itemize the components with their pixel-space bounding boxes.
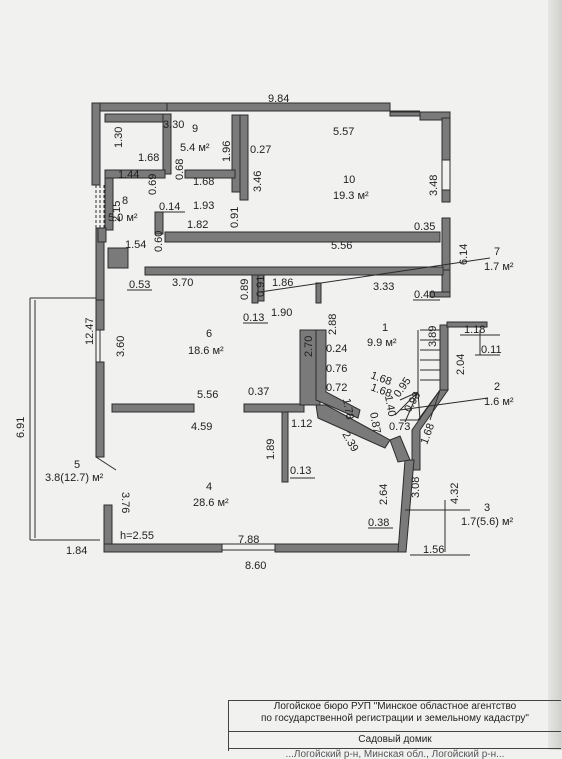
dimension-label: 1.30 — [113, 127, 125, 148]
room-8-number: 8 — [122, 195, 128, 207]
dimension-label: 0.91 — [229, 207, 241, 228]
dimension-label: 2.88 — [327, 314, 339, 335]
dimension-label: 1.44 — [118, 169, 139, 181]
room-3-number: 3 — [484, 502, 490, 514]
room-5-area: 3.8(12.7) м² — [45, 472, 104, 484]
dimension-label: 0.11 — [481, 344, 502, 356]
dimension-label: 3.76 — [119, 492, 131, 513]
room-4-number: 4 — [206, 481, 212, 493]
dimension-label: 0.13 — [243, 312, 264, 324]
room-1-number: 1 — [382, 322, 388, 334]
bureau-name-line2: по государственной регистрации и земельн… — [261, 713, 529, 724]
building-name: Садовый домик — [229, 731, 561, 746]
ceiling-height-label: h=2.55 — [120, 530, 154, 542]
dimension-label: 3.48 — [428, 175, 440, 196]
dimension-label: 0.13 — [290, 465, 311, 477]
room-9-number: 9 — [192, 123, 198, 135]
dimension-label: 1.68 — [138, 152, 159, 164]
room-9-area: 5.4 м² — [180, 142, 210, 154]
dimension-label: 0.73 — [389, 421, 410, 433]
dimension-label: 3.08 — [410, 477, 422, 498]
dimension-label: 1.96 — [221, 141, 233, 162]
room-4-area: 28.6 м² — [193, 497, 229, 509]
dimension-label: 0.40 — [414, 289, 435, 301]
dimension-label: 8.60 — [245, 560, 266, 572]
dimension-label: 1.54 — [125, 239, 146, 251]
dimension-label: 7.88 — [238, 534, 259, 546]
dimension-label: 1.93 — [193, 200, 214, 212]
dimension-label: 1.90 — [271, 307, 292, 319]
walls — [91, 102, 488, 553]
room-2-area: 1.6 м² — [484, 396, 514, 408]
dimension-label: 9.84 — [268, 93, 289, 105]
dimension-label: 5.56 — [197, 389, 218, 401]
bureau-name-line1: Логойское бюро РУП "Минское областное аг… — [273, 701, 517, 712]
dimension-label: 2.70 — [303, 336, 315, 357]
dimension-label: 0.38 — [368, 517, 389, 529]
dimension-label: 3.30 — [163, 119, 184, 131]
room-8-area: 5.0 м² — [108, 212, 138, 224]
dimension-label: 1.56 — [423, 544, 444, 556]
dimension-label: 0.76 — [326, 363, 347, 375]
dimension-label: 0.37 — [248, 386, 269, 398]
dimension-label: 12.47 — [84, 317, 96, 345]
dimension-label: 5.56 — [331, 240, 352, 252]
dimension-label: 1.12 — [291, 418, 312, 430]
room-10-area: 19.3 м² — [333, 190, 369, 202]
dimension-label: 0.89 — [239, 279, 251, 300]
dimension-label: 5.57 — [333, 126, 354, 138]
dimension-label: 1.86 — [272, 277, 293, 289]
dimension-label: 3.89 — [427, 326, 439, 347]
room-7-number: 7 — [494, 246, 500, 258]
dimension-label: 0.53 — [129, 279, 150, 291]
title-block: Логойское бюро РУП "Минское областное аг… — [228, 700, 561, 759]
dimension-label: 0.68 — [174, 159, 186, 180]
room-7-area: 1.7 м² — [484, 261, 514, 273]
thin-lines — [29, 110, 500, 556]
dimension-label: 2.15 — [111, 201, 123, 222]
dimension-label: 4.32 — [449, 483, 461, 504]
room-3-area: 1.7(5.6) м² — [461, 516, 514, 528]
dimension-label: 2.64 — [378, 484, 390, 505]
dimension-label: 1.40 — [382, 394, 398, 417]
paper-edge — [548, 0, 562, 750]
dimension-label: 0.87 — [367, 411, 383, 434]
dimension-label: 0.69 — [147, 174, 159, 195]
dimension-label: 2.04 — [455, 354, 467, 375]
room-1-area: 9.9 м² — [367, 337, 397, 349]
room-6-area: 18.6 м² — [188, 345, 224, 357]
dimension-label: 1.84 — [66, 545, 87, 557]
dimension-label: 6.14 — [458, 244, 470, 265]
dimension-label: 1.89 — [265, 439, 277, 460]
room-6-number: 6 — [206, 328, 212, 340]
dimension-label: 3.70 — [172, 277, 193, 289]
dimension-label: 1.78 — [340, 397, 356, 420]
dimension-label: 4.59 — [191, 421, 212, 433]
dimension-labels: 9.84 3.30 5.57 1.30 1.68 1.96 0.27 1.44 … — [15, 93, 502, 572]
room-10-number: 10 — [343, 174, 355, 186]
room-labels: 9 5.4 м² 10 19.3 м² 8 5.0 м² 7 1.7 м² 6 … — [45, 123, 514, 528]
dimension-label: 3.60 — [115, 336, 127, 357]
dimension-label: 0.14 — [159, 201, 180, 213]
dimension-label: 0.72 — [326, 382, 347, 394]
dimension-label: 0.91 — [255, 276, 267, 297]
dimension-label: 0.35 — [414, 221, 435, 233]
dimension-label: 1.82 — [187, 219, 208, 231]
dimension-label: 1.68 — [193, 176, 214, 188]
dimension-label: 6.91 — [15, 417, 27, 438]
room-5-number: 5 — [74, 459, 80, 471]
dimension-label: 3.33 — [373, 281, 394, 293]
dimension-label: 3.46 — [252, 171, 264, 192]
dimension-label: 0.60 — [153, 231, 165, 252]
dimension-label: 1.18 — [464, 324, 485, 336]
room-2-number: 2 — [494, 381, 500, 393]
staircase — [394, 329, 441, 423]
dimension-label: 0.24 — [326, 343, 347, 355]
dimension-label: 0.27 — [250, 144, 271, 156]
